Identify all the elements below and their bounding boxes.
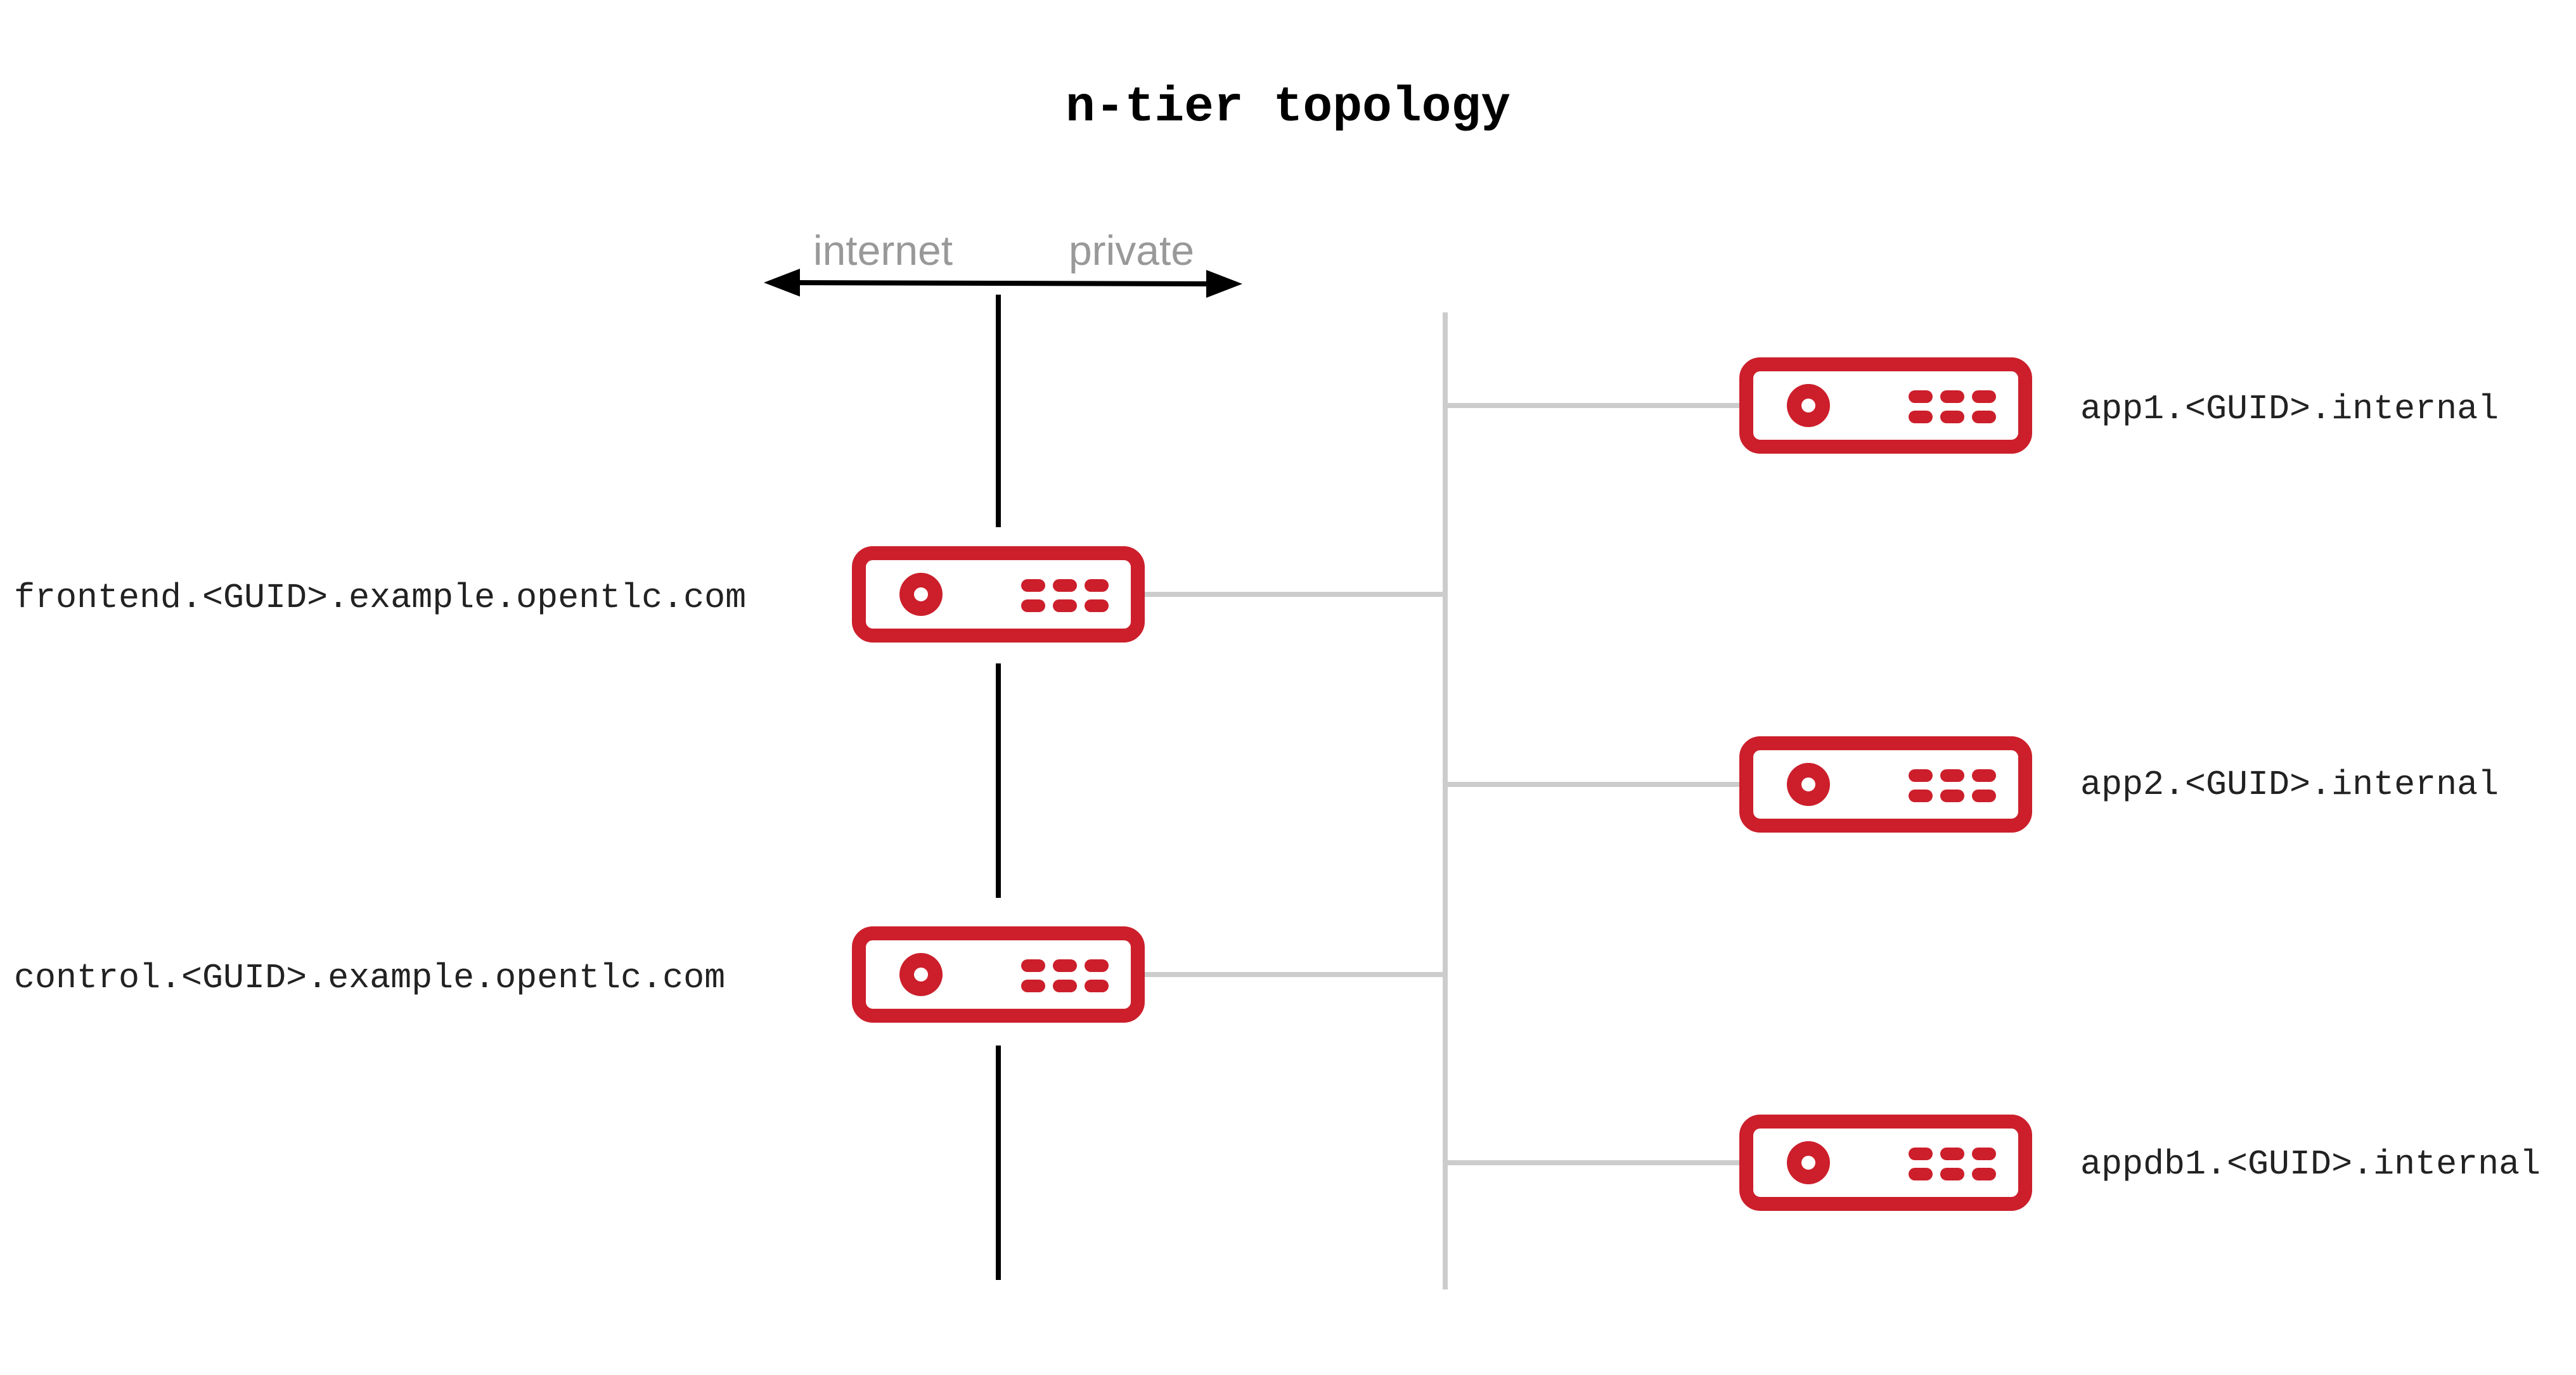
server-label-frontend: frontend.<GUID>.example.opentlc.com xyxy=(14,578,746,618)
server-appdb1[interactable]: appdb1.<GUID>.internal xyxy=(1746,1122,2541,1204)
server-app1[interactable]: app1.<GUID>.internal xyxy=(1746,364,2499,447)
private-network-line xyxy=(1138,312,1743,1289)
server-app2[interactable]: app2.<GUID>.internal xyxy=(1746,743,2499,826)
arrow-left-icon xyxy=(764,269,800,297)
server-icon xyxy=(859,553,1138,636)
server-label-control: control.<GUID>.example.opentlc.com xyxy=(14,958,725,998)
zone-arrow xyxy=(764,269,1242,298)
server-frontend[interactable]: frontend.<GUID>.example.opentlc.com xyxy=(14,553,1138,636)
page-title: n-tier topology xyxy=(1066,80,1510,136)
zone-label-internet: internet xyxy=(813,227,953,274)
server-label-appdb1: appdb1.<GUID>.internal xyxy=(2080,1144,2541,1184)
server-control[interactable]: control.<GUID>.example.opentlc.com xyxy=(14,933,1138,1016)
server-icon xyxy=(1746,1122,2025,1204)
server-icon xyxy=(859,933,1138,1016)
server-icon xyxy=(1746,364,2025,447)
server-label-app2: app2.<GUID>.internal xyxy=(2080,765,2499,805)
zone-label-private: private xyxy=(1069,227,1194,274)
server-label-app1: app1.<GUID>.internal xyxy=(2080,389,2499,429)
server-icon xyxy=(1746,743,2025,826)
arrow-right-icon xyxy=(1206,270,1242,298)
